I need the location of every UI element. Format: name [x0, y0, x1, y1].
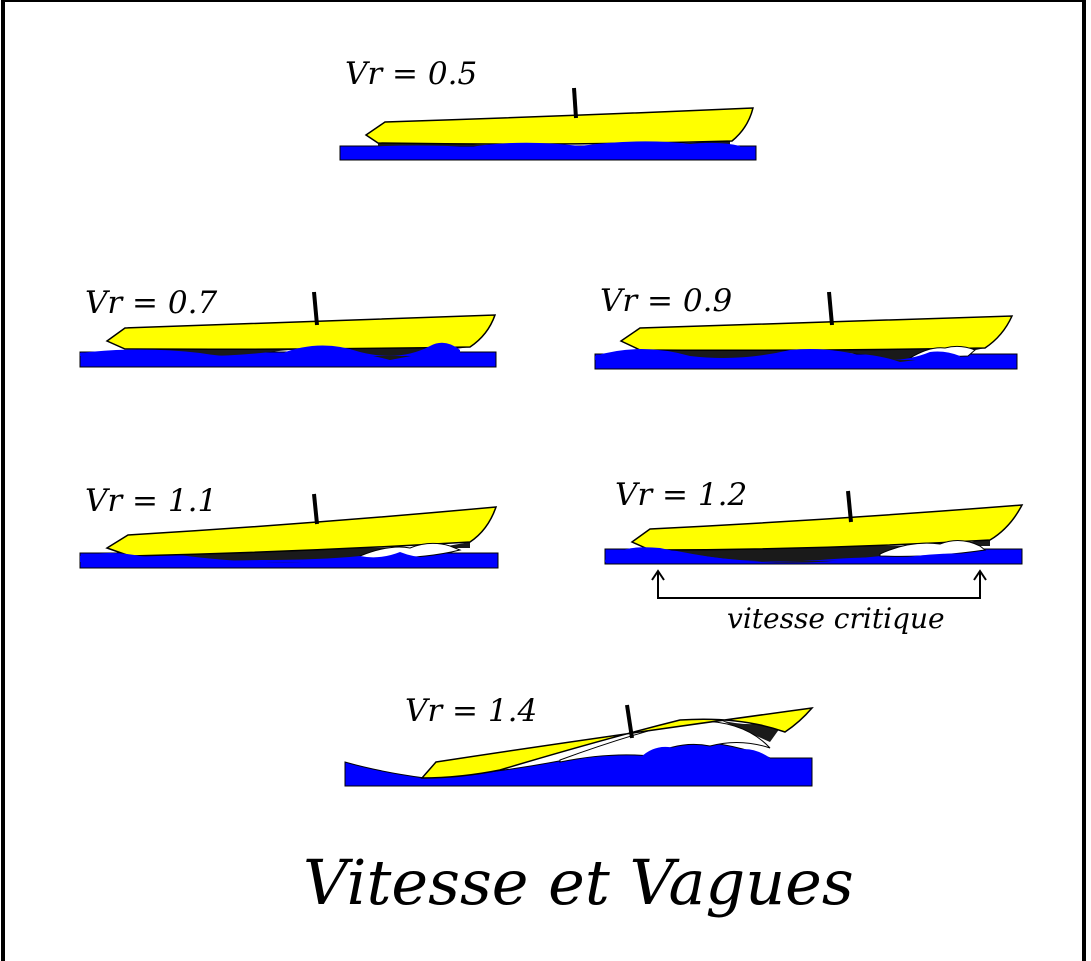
mast: [312, 291, 319, 326]
waves: [80, 342, 460, 357]
label-vr-0-9: Vr = 0.9: [600, 283, 733, 319]
hull: [420, 706, 814, 779]
arrow-right-icon: [973, 569, 987, 581]
label-vr-1-2: Vr = 1.2: [615, 477, 748, 513]
waves: [360, 141, 740, 149]
hull: [619, 315, 1014, 351]
waves: [595, 349, 960, 360]
label-vr-0-5: Vr = 0.5: [345, 56, 478, 92]
hull-shadow: [130, 542, 470, 563]
waves: [560, 746, 770, 768]
mast: [827, 291, 834, 326]
waves: [80, 552, 440, 562]
boat-vr-0-5: [339, 87, 757, 161]
arrow-left-icon: [651, 569, 665, 581]
mast: [846, 490, 853, 523]
critical-speed-label: vitesse critique: [727, 602, 945, 635]
hull-shadow: [650, 538, 990, 563]
boat-vr-1-1: [79, 493, 499, 569]
hull: [364, 107, 754, 145]
mast: [572, 87, 578, 119]
label-vr-1-4: Vr = 1.4: [405, 693, 538, 729]
boat-vr-0-9: [594, 291, 1018, 370]
boat-vr-1-2: [604, 490, 1024, 565]
critical-speed-bracket: [651, 569, 987, 599]
label-vr-0-7: Vr = 0.7: [85, 285, 218, 321]
hull: [105, 506, 498, 557]
hull: [630, 504, 1024, 551]
label-vr-1-1: Vr = 1.1: [85, 483, 218, 519]
waves: [605, 547, 975, 562]
hull: [105, 314, 497, 350]
mast: [312, 493, 319, 525]
mast: [625, 704, 634, 739]
boat-vr-1-4: [344, 704, 814, 787]
boat-vr-0-7: [79, 291, 497, 368]
hull-shadow: [125, 347, 470, 360]
page-title: Vitesse et Vagues: [303, 846, 854, 919]
